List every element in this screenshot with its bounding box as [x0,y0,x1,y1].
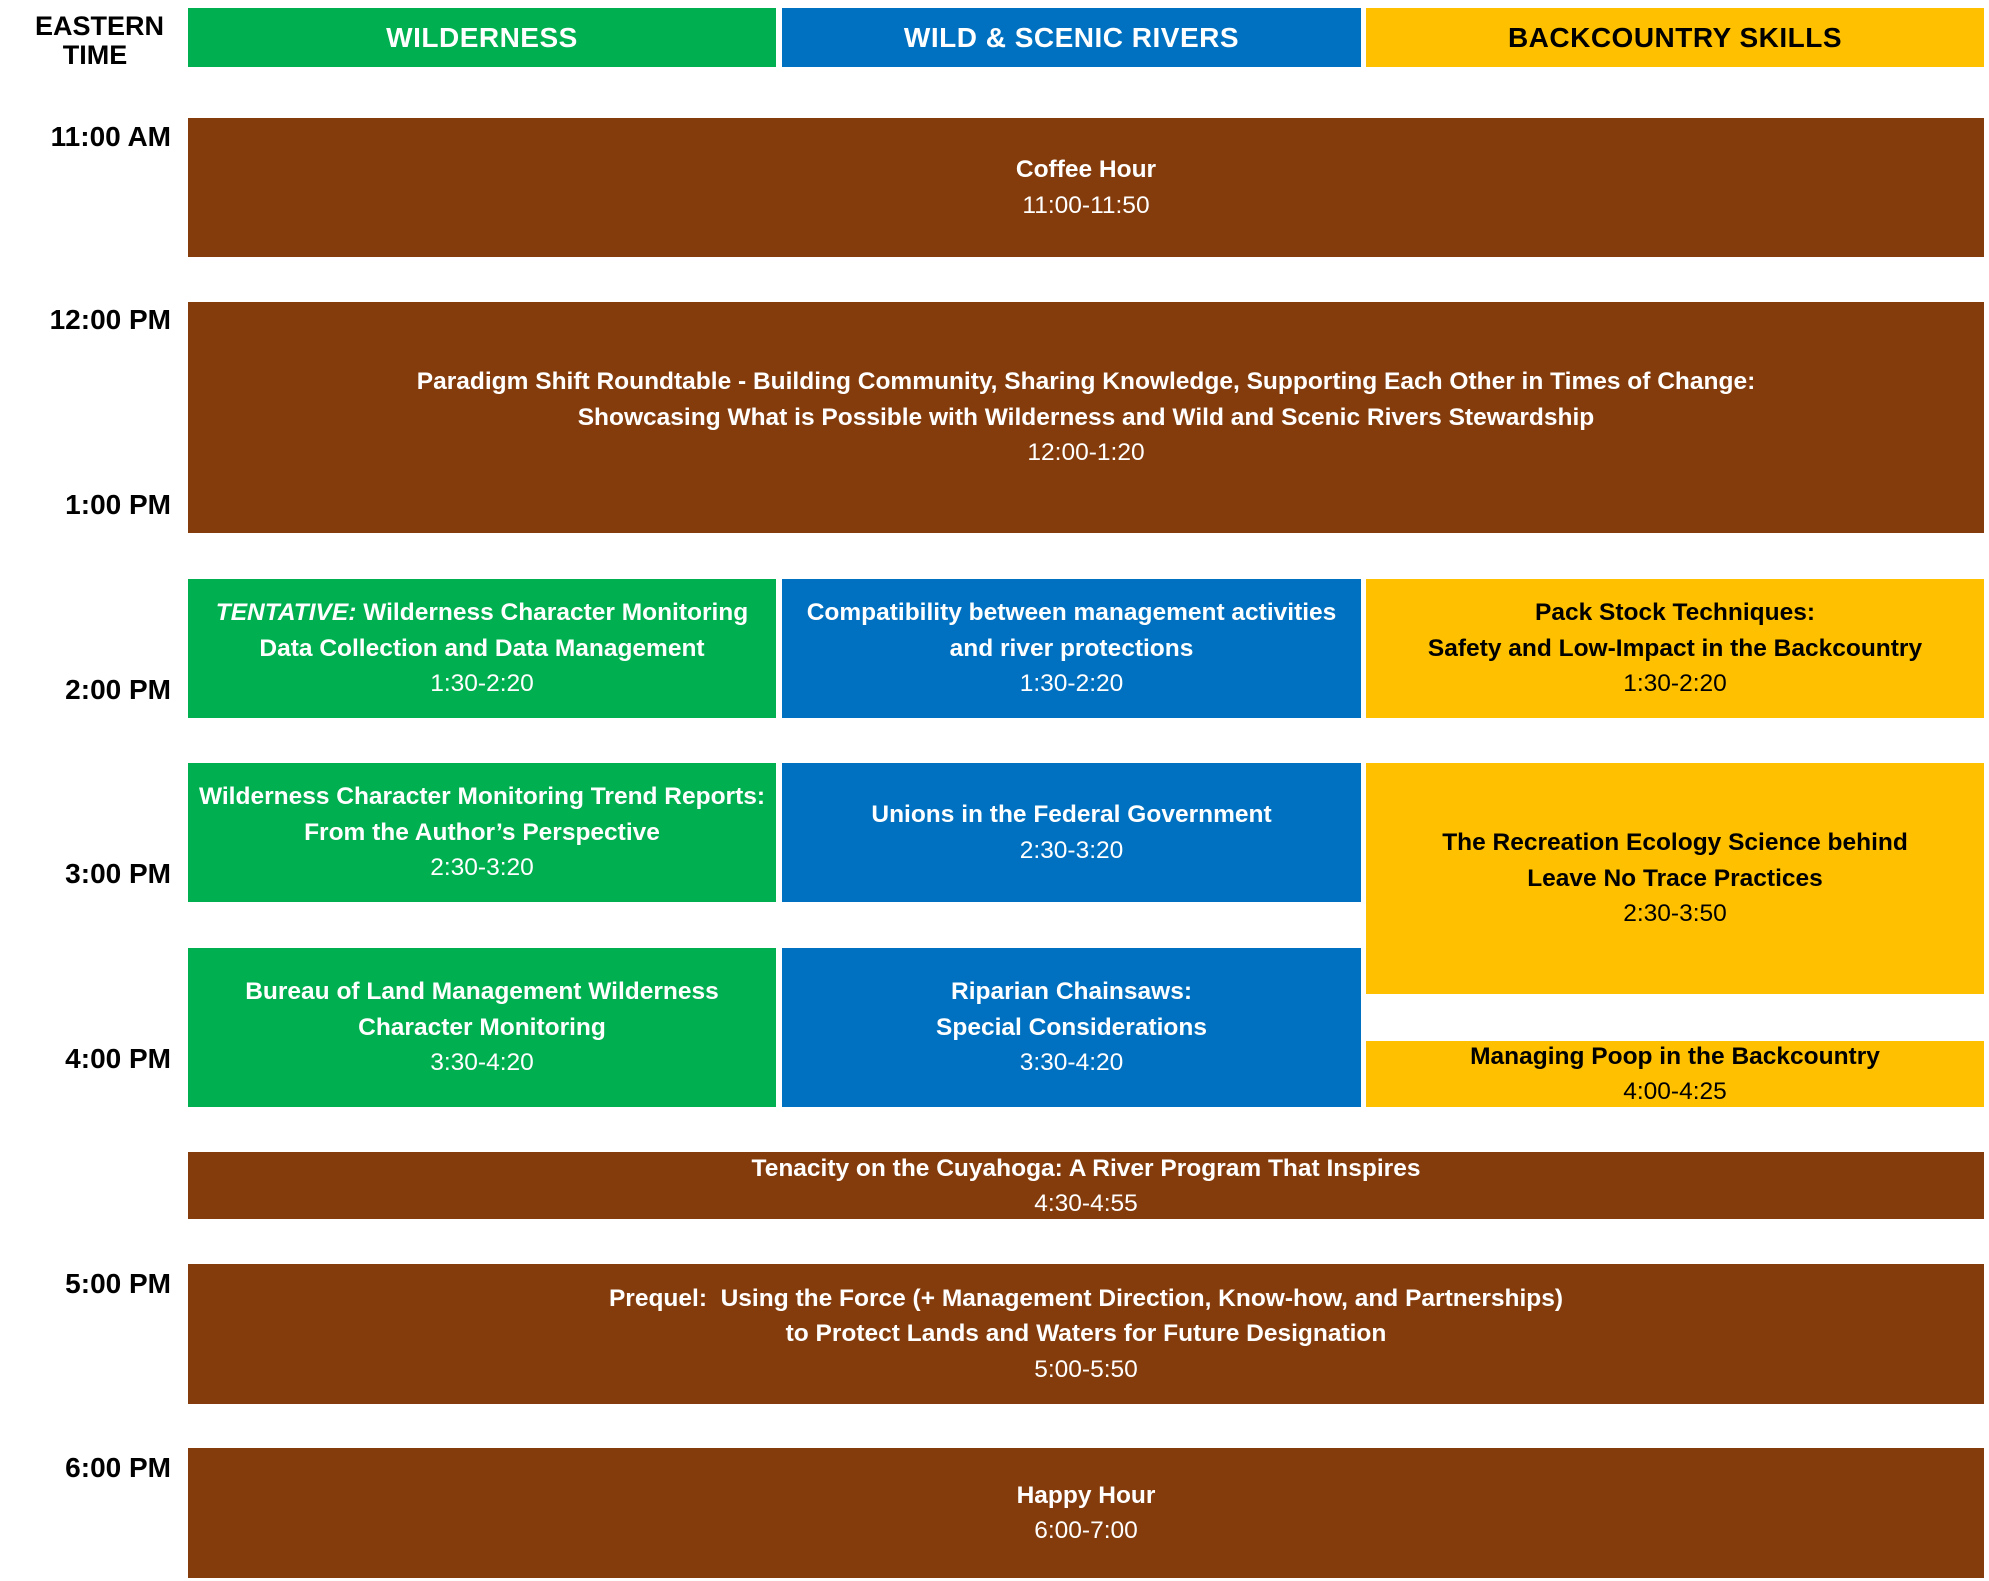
session-riparian-chainsaws[interactable]: Riparian Chainsaws: Special Consideratio… [782,948,1361,1107]
track-header-wilderness-label: WILDERNESS [386,21,578,53]
session-title-line2: Data Collection and Data Management [259,634,705,662]
time-label-4pm: 4:00 PM [65,1043,171,1074]
session-title-line1: Pack Stock Techniques: [1534,599,1816,627]
session-time: 1:30-2:20 [430,670,534,698]
session-wcm-data[interactable]: TENTATIVE: Wilderness Character Monitori… [188,579,776,718]
time-label-1pm: 1:00 PM [65,489,171,520]
session-title-line1: Prequel: Using the Force (+ Management D… [608,1284,1564,1312]
session-title-line2: From the Author’s Perspective [304,818,660,846]
session-title-line2: to Protect Lands and Waters for Future D… [785,1320,1387,1348]
eastern-time-header: EASTERN TIME [20,12,170,70]
session-time: 12:00-1:20 [1027,439,1145,467]
time-label-2pm: 2:00 PM [65,674,171,705]
session-title-text: Wilderness Character Monitoring [363,599,749,627]
session-compatibility[interactable]: Compatibility between management activit… [782,579,1361,718]
session-time: 2:30-3:20 [430,854,534,882]
session-time: 2:30-3:20 [1019,836,1124,864]
session-title-line2: and river protections [949,634,1194,662]
time-column-label: EASTERN TIME [35,11,165,70]
session-title-line1: Paradigm Shift Roundtable - Building Com… [416,368,1756,396]
session-title-line1: TENTATIVE: Wilderness Character Monitori… [216,595,749,631]
track-header-backcountry-label: BACKCOUNTRY SKILLS [1507,21,1843,53]
session-title-line1: Compatibility between management activit… [806,599,1337,627]
session-time: 2:30-3:50 [1623,900,1727,928]
session-title-line2: Leave No Trace Practices [1527,864,1823,892]
session-time: 1:30-2:20 [1019,670,1124,698]
session-unions[interactable]: Unions in the Federal Government 2:30-3:… [782,763,1361,902]
session-title-line1: Riparian Chainsaws: [951,978,1192,1006]
track-header-backcountry: BACKCOUNTRY SKILLS [1366,8,1984,67]
session-time: 3:30-4:20 [1019,1049,1124,1077]
session-time: 4:30-4:55 [1034,1189,1138,1217]
time-label-11am: 11:00 AM [50,121,171,152]
session-time: 3:30-4:20 [430,1049,534,1077]
session-title: Managing Poop in the Backcountry [1470,1043,1880,1070]
session-time: 5:00-5:50 [1034,1355,1138,1383]
session-time: 11:00-11:50 [1022,191,1150,219]
session-title: Coffee Hour [1015,156,1157,183]
session-paradigm-shift[interactable]: Paradigm Shift Roundtable - Building Com… [188,302,1984,533]
session-title-line2: Safety and Low-Impact in the Backcountry [1427,634,1923,662]
session-title: Unions in the Federal Government [871,801,1272,828]
session-title-line1: Wilderness Character Monitoring Trend Re… [198,783,766,811]
track-header-rivers: WILD & SCENIC RIVERS [782,8,1361,67]
session-tenacity-cuyahoga[interactable]: Tenacity on the Cuyahoga: A River Progra… [188,1152,1984,1219]
session-blm-wcm[interactable]: Bureau of Land Management Wilderness Cha… [188,948,776,1107]
session-prequel[interactable]: Prequel: Using the Force (+ Management D… [188,1264,1984,1404]
session-happy-hour[interactable]: Happy Hour 6:00-7:00 [188,1448,1984,1578]
time-label-3pm: 3:00 PM [65,858,171,889]
track-header-wilderness: WILDERNESS [188,8,776,67]
session-title: Tenacity on the Cuyahoga: A River Progra… [751,1154,1421,1182]
session-time: 4:00-4:25 [1623,1078,1727,1105]
session-title: Happy Hour [1016,1481,1156,1509]
time-label-5pm: 5:00 PM [65,1268,171,1299]
time-label-6pm: 6:00 PM [65,1452,171,1483]
session-wcm-trend-reports[interactable]: Wilderness Character Monitoring Trend Re… [188,763,776,902]
session-time: 6:00-7:00 [1034,1517,1138,1544]
session-pack-stock[interactable]: Pack Stock Techniques: Safety and Low-Im… [1366,579,1984,718]
track-header-rivers-label: WILD & SCENIC RIVERS [903,21,1240,53]
session-title-line2: Showcasing What is Possible with Wildern… [577,403,1595,431]
session-managing-poop[interactable]: Managing Poop in the Backcountry 4:00-4:… [1366,1041,1984,1107]
session-coffee-hour[interactable]: Coffee Hour 11:00-11:50 [188,118,1984,257]
tentative-label: TENTATIVE: [215,599,357,627]
session-time: 1:30-2:20 [1623,670,1727,698]
session-title-line1: Bureau of Land Management Wilderness [245,978,719,1006]
session-title-line2: Character Monitoring [358,1013,606,1041]
session-title-line1: The Recreation Ecology Science behind [1442,829,1908,857]
time-label-12pm: 12:00 PM [49,304,171,335]
session-title-line2: Special Considerations [936,1013,1207,1041]
session-recreation-ecology[interactable]: The Recreation Ecology Science behind Le… [1366,763,1984,994]
